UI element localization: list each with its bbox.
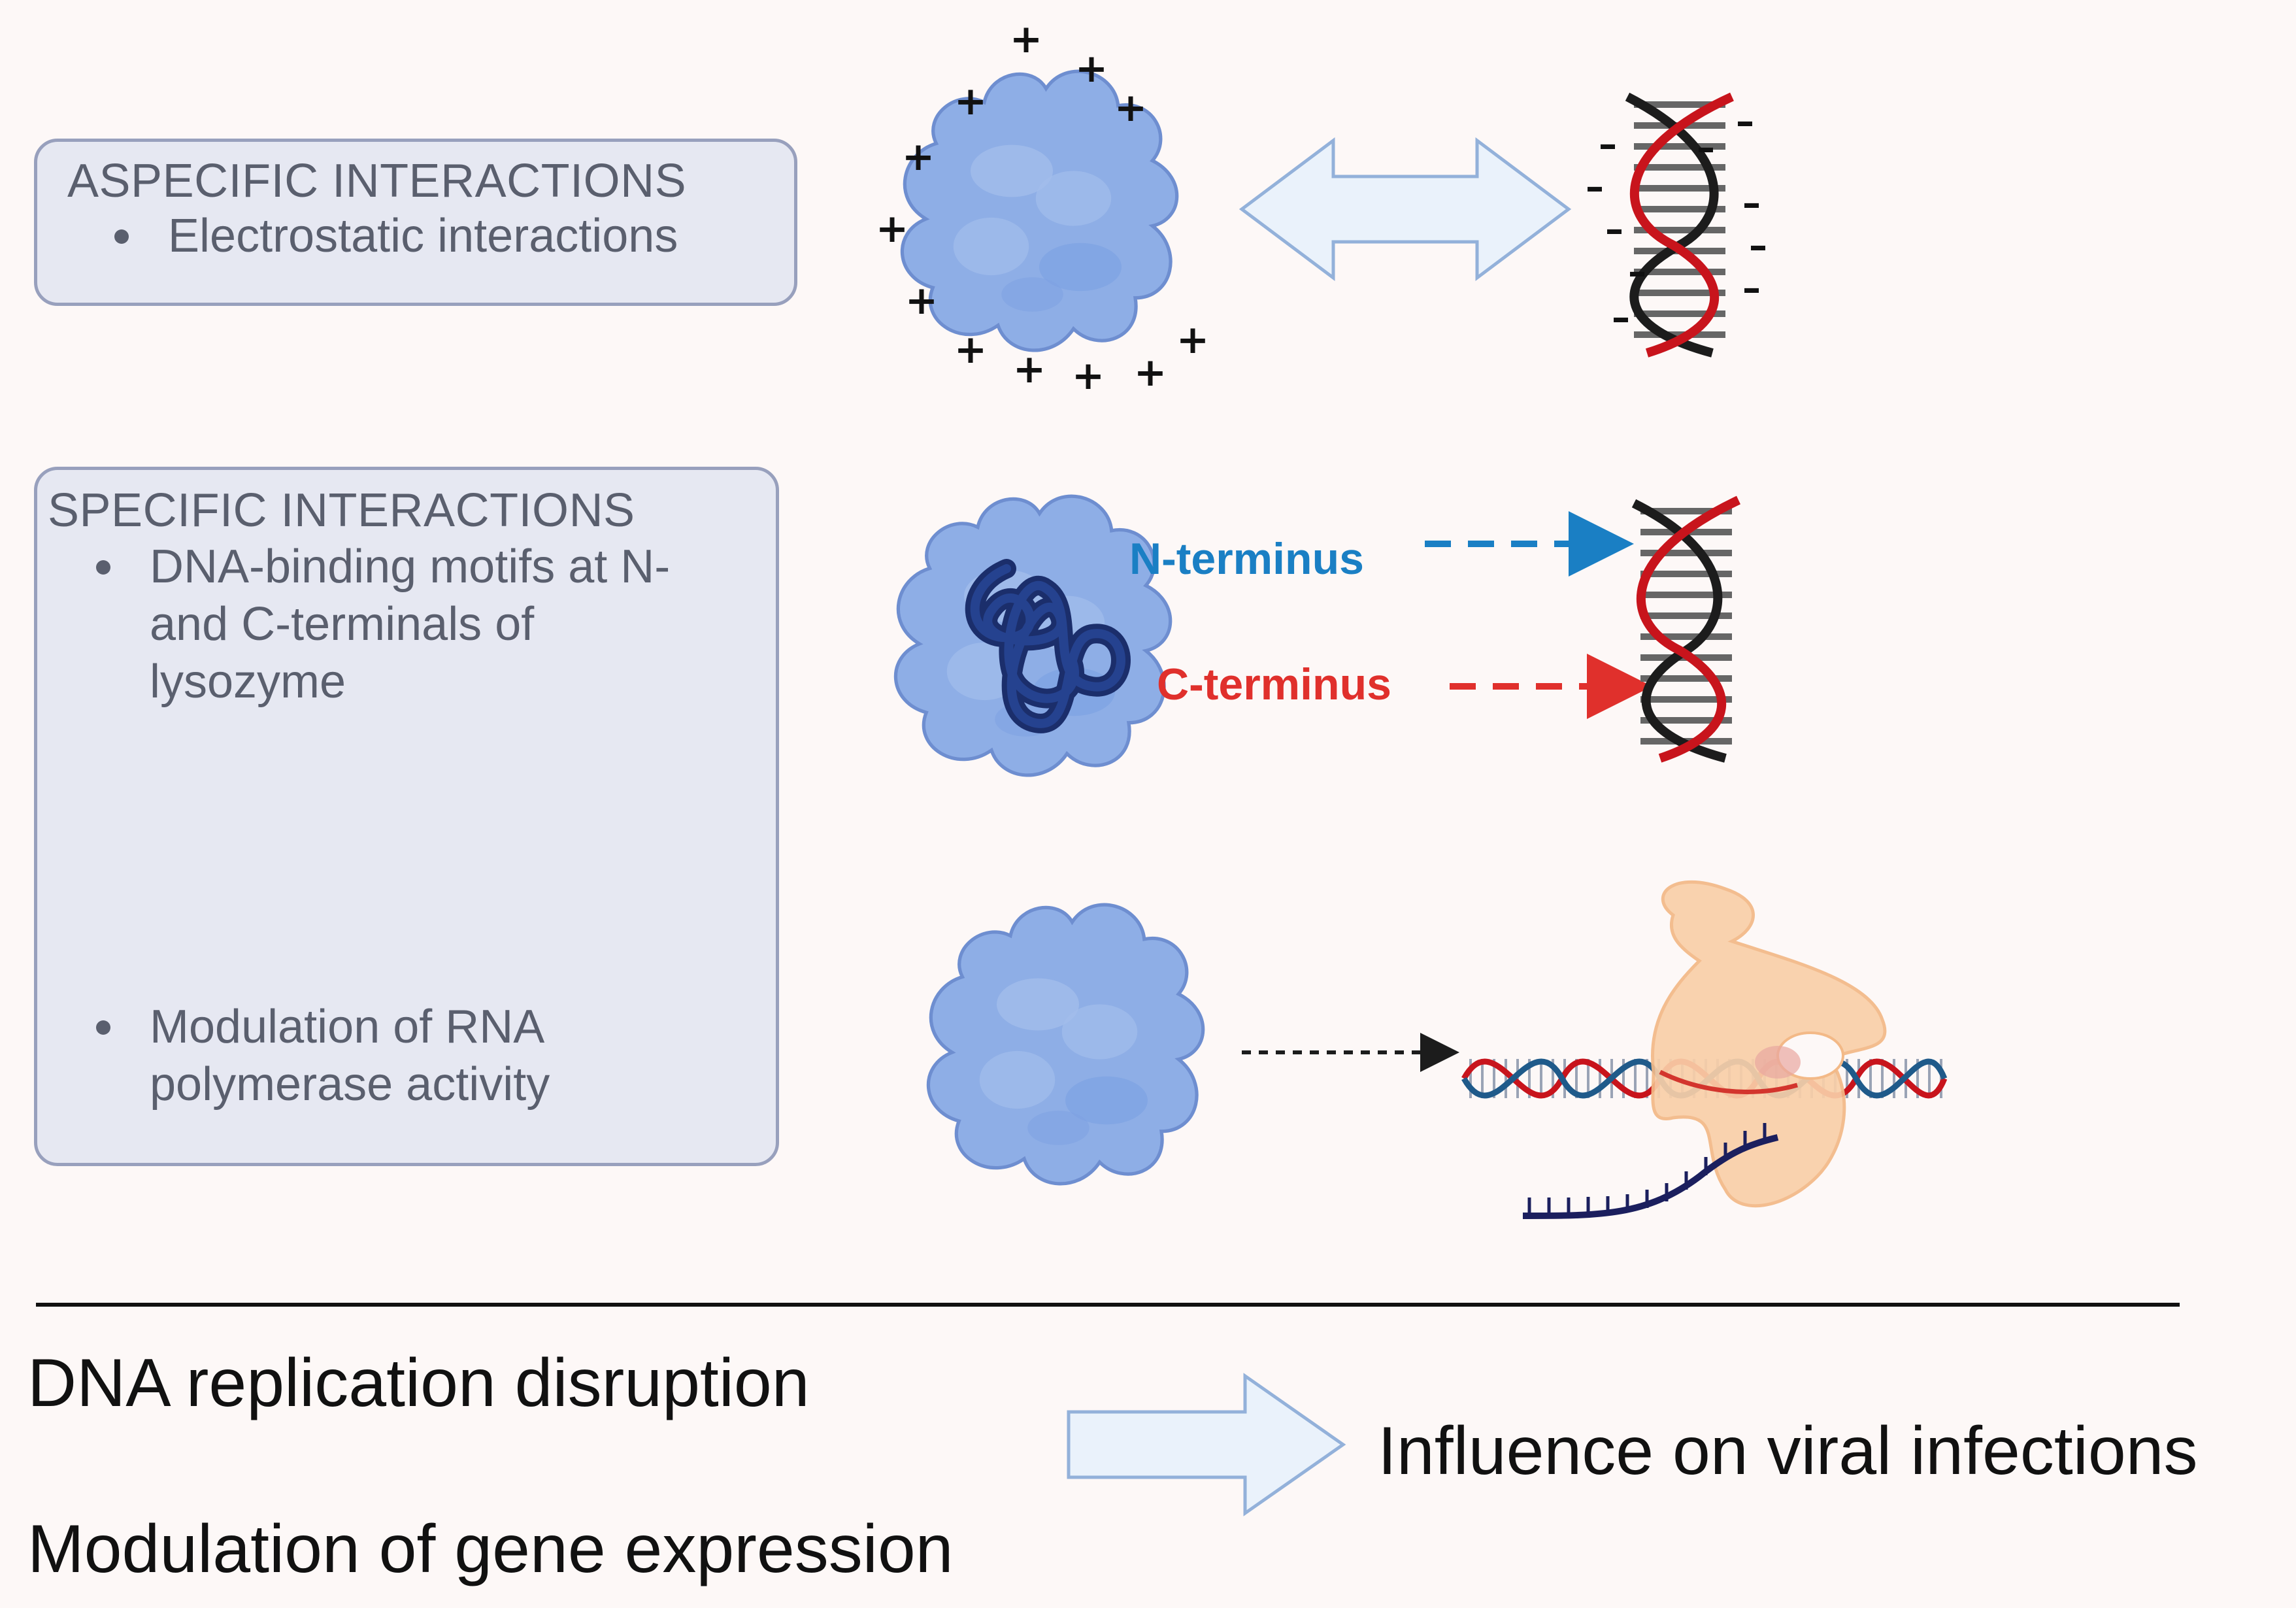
outcome-arrow-icon <box>1067 1373 1346 1516</box>
minus-charge-icon: – <box>1605 209 1623 251</box>
outcome-gene-expression: Modulation of gene expression <box>27 1511 954 1587</box>
minus-charge-icon: – <box>1736 101 1754 143</box>
negative-charges: –––––––––– <box>1586 101 1767 339</box>
dna-helix-icon <box>1625 92 1734 358</box>
plus-charge-icon: + <box>1176 317 1209 363</box>
plus-charge-icon: + <box>1010 16 1042 62</box>
rna-polymerase-icon <box>1461 880 1948 1219</box>
minus-charge-icon: – <box>1749 225 1767 267</box>
bullet-rna-polymerase-text: Modulation of RNA polymerase activity <box>150 1001 550 1111</box>
plus-charge-icon: + <box>1114 85 1147 131</box>
minus-charge-icon: – <box>1628 251 1646 293</box>
plus-charge-icon: + <box>1072 353 1105 399</box>
plus-charge-icon: + <box>954 327 987 373</box>
bullet-dot <box>96 1020 110 1035</box>
bidirectional-arrow-icon <box>1239 137 1572 281</box>
plus-charge-icon: + <box>876 206 908 252</box>
specific-panel-title: SPECIFIC INTERACTIONS <box>48 484 635 537</box>
dna-helix-target-icon <box>1631 495 1740 763</box>
plus-charge-icon: + <box>902 134 935 180</box>
positive-charges: ++++++++++++ <box>876 16 1209 399</box>
bullet-electrostatic-text: Electrostatic interactions <box>168 210 678 262</box>
bullet-rna-polymerase: Modulation of RNA polymerase activity <box>96 998 725 1113</box>
plus-charge-icon: + <box>1075 46 1108 92</box>
bullet-dot <box>96 560 110 575</box>
n-terminus-label: N-terminus <box>1129 534 1364 584</box>
plus-charge-icon: + <box>954 78 987 124</box>
bullet-dna-binding-motifs-text: DNA-binding motifs at N- and C-terminals… <box>150 541 671 708</box>
bullet-dna-binding-motifs: DNA-binding motifs at N- and C-terminals… <box>96 538 725 711</box>
outcome-dna-replication: DNA replication disruption <box>27 1345 810 1421</box>
aspecific-interactions-panel: ASPECIFIC INTERACTIONS Electrostatic int… <box>34 139 797 306</box>
minus-charge-icon: – <box>1612 297 1630 339</box>
bullet-dot <box>114 229 129 244</box>
specific-interactions-panel: SPECIFIC INTERACTIONS DNA-binding motifs… <box>34 467 779 1166</box>
plus-charge-icon: + <box>905 278 938 324</box>
plus-charge-icon: + <box>1013 346 1046 392</box>
minus-charge-icon: – <box>1742 267 1761 310</box>
lysozyme-protein-row3 <box>928 905 1203 1184</box>
bullet-electrostatic: Electrostatic interactions <box>114 207 678 265</box>
aspecific-panel-title: ASPECIFIC INTERACTIONS <box>67 155 687 207</box>
minus-charge-icon: – <box>1742 182 1761 225</box>
c-terminus-label: C-terminus <box>1157 660 1391 709</box>
plus-charge-icon: + <box>1134 350 1167 395</box>
minus-charge-icon: – <box>1697 127 1715 169</box>
outcome-viral-infections: Influence on viral infections <box>1378 1413 2198 1489</box>
minus-charge-icon: – <box>1599 124 1617 166</box>
minus-charge-icon: – <box>1586 166 1604 209</box>
